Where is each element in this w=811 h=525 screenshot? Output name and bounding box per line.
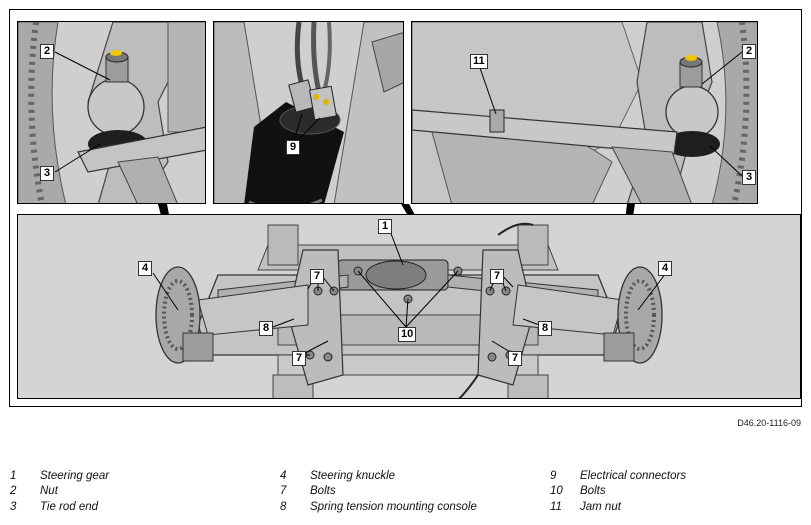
right-tie-rod-leaders [479, 51, 743, 177]
overview-panel-front-axle: 1 4 4 7 7 8 8 10 7 7 [17, 214, 801, 399]
callout-bolts-lower-left: 7 [292, 351, 306, 366]
detail-panel-left-tie-rod: 2 3 [17, 21, 206, 204]
connectors-illustration [214, 22, 403, 203]
callout-bolts-lower-right: 7 [508, 351, 522, 366]
callout-steering-knuckle-right: 4 [658, 261, 672, 276]
callout-tie-rod-end-left: 3 [40, 166, 54, 181]
callout-electrical-connectors: 9 [286, 140, 300, 155]
right-tie-rod-illustration [412, 22, 757, 203]
callout-spring-console-left: 8 [259, 321, 273, 336]
callout-tie-rod-end-right: 3 [742, 170, 756, 185]
callout-nut-left: 2 [40, 44, 54, 59]
detail-panel-right-tie-rod: 11 2 3 [411, 21, 758, 204]
callout-nut-right: 2 [742, 44, 756, 59]
left-tie-rod-leaders [54, 51, 111, 173]
callout-spring-console-right: 8 [538, 321, 552, 336]
callout-bolts-upper-right: 7 [490, 269, 504, 284]
detail-panel-connectors: 9 [213, 21, 404, 204]
callout-bolts-steering-gear: 10 [398, 327, 417, 342]
callout-steering-knuckle-left: 4 [138, 261, 152, 276]
callout-jam-nut: 11 [470, 54, 488, 69]
overview-leaders [152, 230, 667, 356]
callout-steering-gear: 1 [378, 219, 392, 234]
left-tie-rod-illustration [18, 22, 205, 203]
callout-bolts-upper-left: 7 [310, 269, 324, 284]
connectors-leaders [293, 113, 321, 141]
figure-code: D46.20-1116-09 [737, 418, 801, 428]
